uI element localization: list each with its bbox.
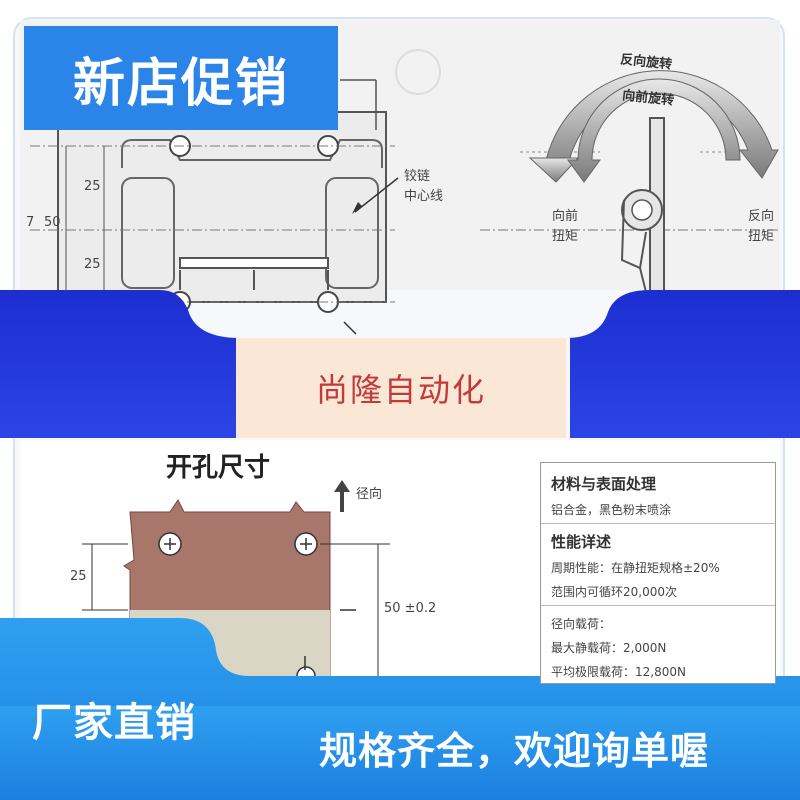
spec-text: 平均极限载荷：12,800N [551,665,686,679]
spec-text: 最大静载荷：2,000N [551,641,667,655]
spec-heading: 材料与表面处理 [551,475,657,493]
radial-label: 径向 [356,487,383,502]
dim-label: 25 [84,179,101,194]
spec-heading: 性能详述 [551,533,612,551]
cutout-title: 开孔尺寸 [166,453,271,483]
promo-slogan: 规格齐全，欢迎询单喔 [318,728,709,773]
torque-label: 扭矩 [552,229,579,244]
torque-label: 向前 [552,209,579,224]
hinge-center-label: 中心线 [404,189,444,204]
brand-label: 尚隆自动化 [236,338,566,438]
spec-text: 铝合金，黑色粉末喷涂 [551,503,672,517]
dim-label: 25 [70,569,87,584]
torque-label: 扭矩 [748,229,775,244]
dim-label: 50 ±0.2 [384,601,437,616]
promo-badge-new-store: 新店促销 [24,26,338,130]
torque-label: 反向 [748,209,775,224]
spec-table: 材料与表面处理 铝合金，黑色粉末喷涂 性能详述 周期性能：在静扭矩规格±20% … [540,462,776,684]
promo-badge-factory-direct: 厂家直销 [32,700,196,746]
dim-label: 7 [26,215,35,230]
spec-text: 径向载荷： [551,617,612,631]
hinge-center-label: 铰链 [404,169,431,184]
dim-label: 50 [44,215,61,230]
spec-text: 周期性能：在静扭矩规格±20% [551,561,720,575]
dim-label: 25 [84,257,101,272]
spec-text: 范围内可循环20,000次 [551,585,677,599]
